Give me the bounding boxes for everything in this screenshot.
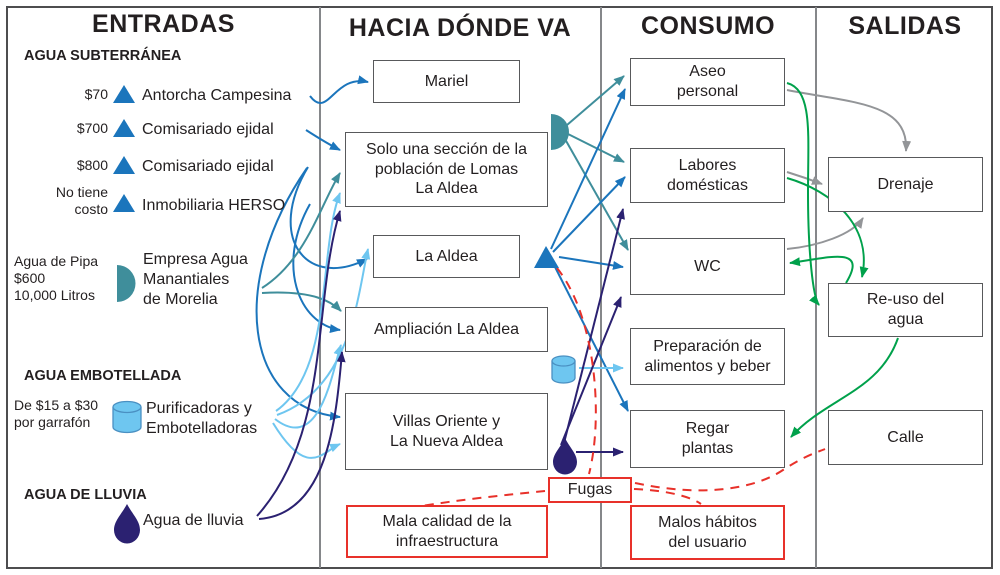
header-entradas: ENTRADAS	[92, 10, 235, 38]
well-triangle-icon	[113, 85, 135, 103]
arrow-labores-to-drenaje	[786, 171, 823, 185]
box-drenaje: Drenaje	[828, 157, 983, 212]
header-hacia-donde-va: HACIA DÓNDE VA	[348, 14, 572, 42]
arrow-lluvia-to-solo	[256, 210, 342, 517]
dashed-fugas-to-malos-habitos	[633, 488, 702, 505]
pipa-price: Agua de Pipa $600 10,000 Litros	[14, 253, 99, 303]
box-mariel: Mariel	[373, 60, 520, 103]
group-agua-embotellada: AGUA EMBOTELLADA	[24, 368, 182, 384]
column-divider	[815, 7, 817, 568]
well-price: $800	[76, 157, 108, 173]
arrow-reuso-to-wc	[789, 255, 854, 284]
well-triangle-icon	[113, 194, 135, 212]
well-triangle-icon	[113, 156, 135, 174]
source-inmobiliaria-herso: Inmobiliaria HERSO	[142, 197, 286, 214]
box-fugas: Fugas	[548, 477, 632, 503]
box-reuso-agua: Re-uso del agua	[828, 283, 983, 337]
bottle-cylinder-icon	[112, 407, 142, 434]
arrow-comisariado800-to-villas	[255, 167, 341, 421]
well-price: No tiene costo	[55, 184, 108, 217]
diagram-border	[6, 6, 993, 569]
arrow-labores-to-reuso	[786, 177, 869, 278]
box-ampliacion-la-aldea: Ampliación La Aldea	[345, 307, 548, 352]
arrow-herso-to-ampliacion	[292, 203, 341, 334]
bottle-cylinder-top-icon	[112, 400, 142, 414]
arrow-wc-to-drenaje	[786, 217, 864, 250]
arrow-purificadoras-to-villas	[272, 422, 341, 459]
arrow-antorcha-to-mariel	[309, 75, 369, 104]
well-triangle-icon-mid	[534, 246, 559, 268]
arrow-pipa-to-aseo	[566, 75, 625, 126]
arrow-aseo-to-drenaje	[786, 89, 912, 152]
arrow-lluvia-to-wc	[560, 296, 622, 446]
arrow-reuso-to-regar	[790, 337, 899, 438]
arrow-pipa-to-wc	[564, 138, 629, 251]
well-price: $70	[84, 86, 108, 102]
box-preparacion-alimentos: Preparación de alimentos y beber	[630, 328, 785, 385]
arrow-comisariado700-to-solo	[305, 129, 341, 151]
box-wc: WC	[630, 238, 785, 295]
bottle-cylinder-icon-mid	[551, 361, 576, 384]
box-villas-oriente: Villas Oriente y La Nueva Aldea	[345, 393, 548, 470]
bottle-cylinder-top-icon-mid	[551, 355, 576, 367]
box-malos-habitos: Malos hábitos del usuario	[630, 505, 785, 560]
column-divider	[600, 7, 602, 568]
rain-drop-icon	[114, 504, 140, 544]
arrow-pozo-to-labores	[552, 176, 626, 253]
pipa-halfdisc-icon-mid	[551, 114, 569, 150]
arrow-pipa-to-labores	[567, 133, 625, 163]
rain-drop-icon-mid	[553, 438, 577, 475]
arrow-pozo-to-wc	[558, 256, 624, 270]
well-triangle-icon	[113, 119, 135, 137]
dashed-fugas-to-mala-calidad	[415, 490, 546, 508]
source-empresa-manantiales: Empresa Agua Manantiales de Morelia	[143, 251, 248, 308]
arrow-manantiales-to-solo	[261, 172, 341, 289]
well-price: $700	[76, 120, 108, 136]
source-comisariado-ejidal-2: Comisariado ejidal	[142, 158, 274, 175]
source-antorcha-campesina: Antorcha Campesina	[142, 87, 292, 104]
arrow-aseo-to-reuso	[786, 82, 820, 306]
box-la-aldea: La Aldea	[373, 235, 520, 278]
arrow-manantiales-to-ampliacion	[261, 291, 342, 312]
source-purificadoras: Purificadoras y Embotelladoras	[146, 400, 258, 437]
box-aseo-personal: Aseo personal	[630, 58, 785, 106]
box-labores-domesticas: Labores domésticas	[630, 148, 785, 203]
column-divider	[319, 7, 321, 568]
source-comisariado-ejidal-1: Comisariado ejidal	[142, 121, 274, 138]
header-consumo: CONSUMO	[640, 12, 776, 40]
box-mala-calidad: Mala calidad de la infraestructura	[346, 505, 548, 558]
box-regar-plantas: Regar plantas	[630, 410, 785, 468]
box-calle: Calle	[828, 410, 983, 465]
box-solo-una-seccion: Solo una sección de la población de Loma…	[345, 132, 548, 207]
group-agua-de-lluvia: AGUA DE LLUVIA	[24, 487, 147, 503]
arrow-lluvia-to-ampliacion	[258, 351, 346, 520]
header-salidas: SALIDAS	[848, 12, 962, 40]
group-agua-subterranea: AGUA SUBTERRÁNEA	[24, 48, 182, 64]
source-agua-de-lluvia: Agua de lluvia	[143, 512, 244, 529]
arrow-lluvia-to-labores	[563, 208, 625, 444]
garrafon-price: De $15 a $30 por garrafón	[14, 397, 99, 430]
arrow-pozo-to-aseo	[550, 88, 626, 250]
dashed-la-aldea-to-fugas	[556, 267, 597, 475]
pipa-halfdisc-icon	[117, 265, 136, 302]
